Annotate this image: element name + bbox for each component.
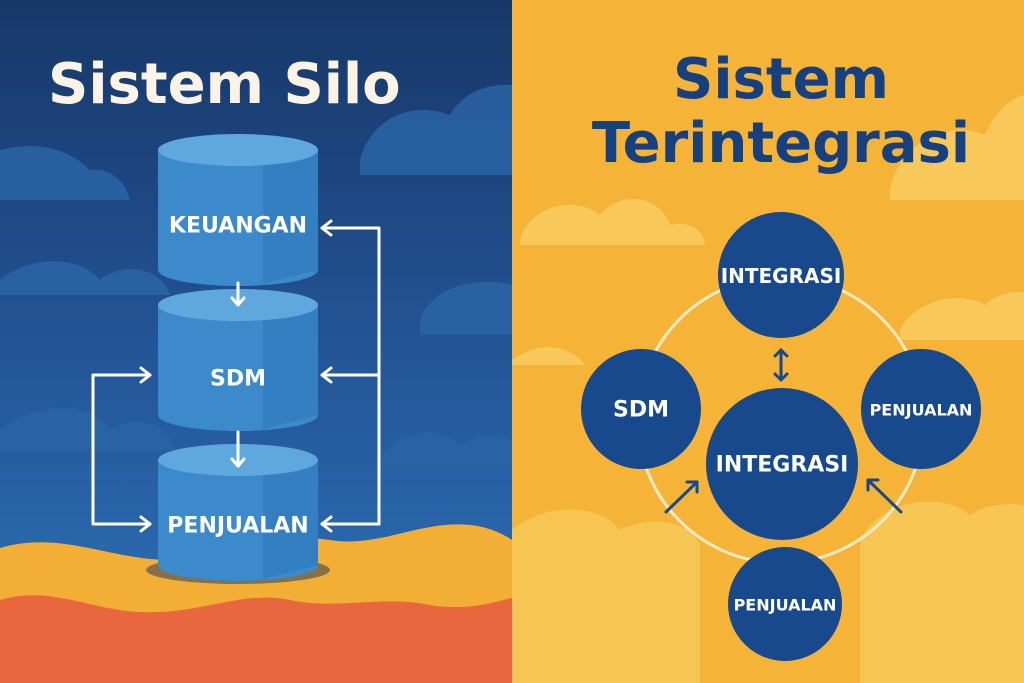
left-feedback-loop xyxy=(91,366,152,533)
arrow-sdm-to-penjualan xyxy=(230,430,246,468)
node-integrasi-top xyxy=(718,212,844,338)
cylinder-penjualan-label: PENJUALAN xyxy=(167,513,309,539)
left-waves xyxy=(0,524,512,683)
arrow-to-center-right xyxy=(866,478,903,514)
node-penjualan-bottom-label: PENJUALAN xyxy=(733,595,837,615)
arrow-keuangan-to-sdm xyxy=(230,281,246,307)
arrow-to-center-left xyxy=(664,480,699,514)
right-panel xyxy=(512,0,1024,683)
node-sdm xyxy=(581,349,701,469)
cylinder-sdm xyxy=(158,289,318,431)
left-panel xyxy=(0,0,512,683)
cylinder-keuangan xyxy=(158,134,318,286)
left-title: Sistem Silo xyxy=(48,52,401,117)
cylinder-sdm-label: SDM xyxy=(210,366,266,392)
node-integrasi-top-label: INTEGRASI xyxy=(720,264,842,288)
node-penjualan-right-label: PENJUALAN xyxy=(869,400,973,420)
silo-arrows xyxy=(91,219,381,533)
node-integrasi-center-label: INTEGRASI xyxy=(715,452,849,478)
right-title-line1: Sistem xyxy=(673,47,889,112)
right-feedback-loop xyxy=(320,219,381,533)
node-penjualan-bottom xyxy=(728,547,842,661)
node-integrasi-center xyxy=(706,388,858,540)
node-penjualan-right xyxy=(861,349,981,469)
integration-arrows xyxy=(664,348,903,514)
arrow-bidirectional xyxy=(773,348,789,382)
right-title-line2: Terintegrasi xyxy=(591,111,971,176)
cylinder-keuangan-label: KEUANGAN xyxy=(168,213,308,239)
right-title: Sistem Terintegrasi xyxy=(556,48,1006,176)
left-clouds xyxy=(0,84,512,470)
node-sdm-label: SDM xyxy=(613,397,669,423)
right-clouds xyxy=(512,95,1024,683)
